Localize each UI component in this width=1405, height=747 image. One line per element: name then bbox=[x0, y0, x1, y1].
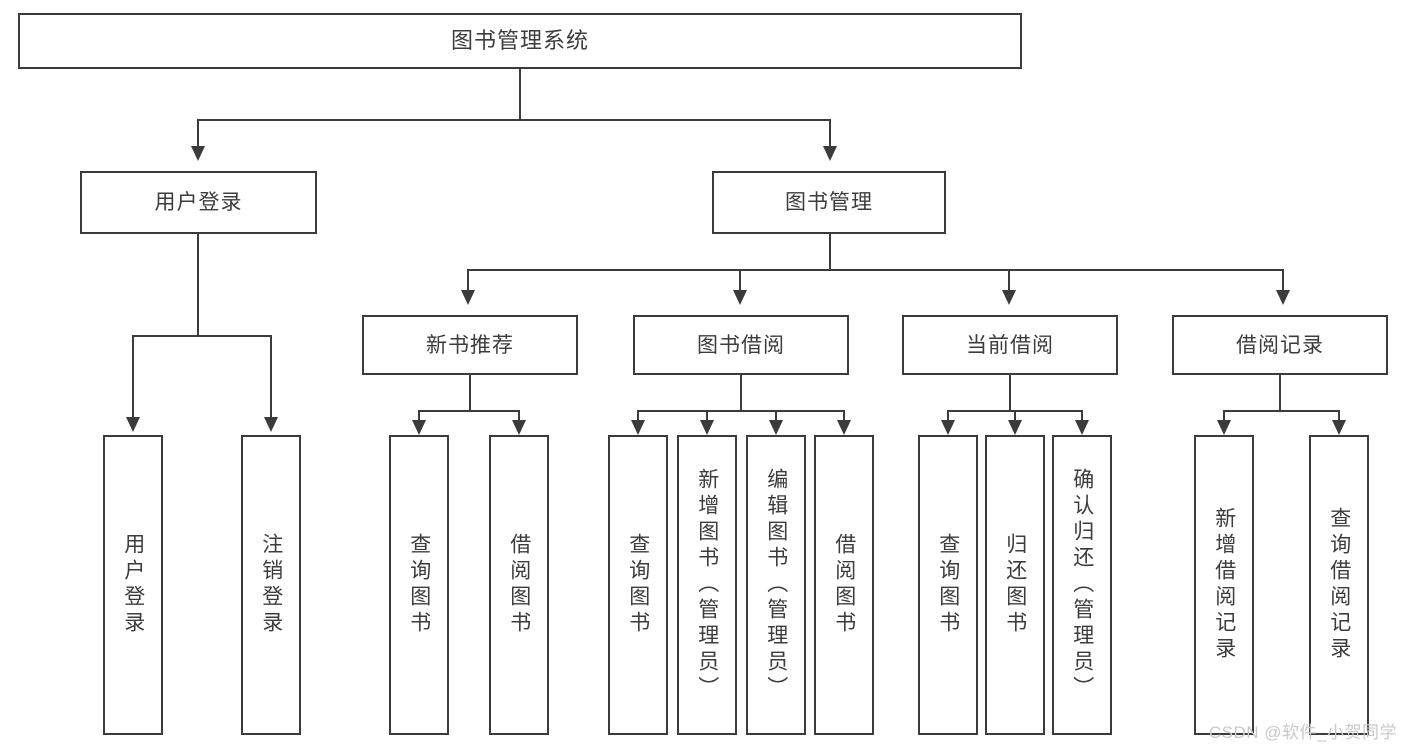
node-label: 新书推荐 bbox=[426, 333, 514, 357]
connector-bookborrow-to-l3 bbox=[775, 410, 777, 421]
connector-newbook-to-l1 bbox=[418, 410, 420, 421]
connector-root-stem bbox=[519, 69, 521, 120]
connector-login-to-leaf1 bbox=[132, 335, 134, 418]
arrow-login-to-leaf2 bbox=[264, 417, 278, 432]
arrow-bookmgmt-to-c4 bbox=[1276, 290, 1290, 305]
node-leaf-return-book[interactable]: 归还图书 bbox=[985, 435, 1045, 735]
connector-currentborrow-to-l1 bbox=[947, 410, 949, 421]
node-label: 图书管理系统 bbox=[450, 28, 589, 53]
node-label: 查询图书 bbox=[626, 533, 650, 637]
connector-root-bus bbox=[197, 119, 831, 121]
node-label: 借阅图书 bbox=[507, 533, 531, 637]
node-leaf-query-borrow-record[interactable]: 查询借阅记录 bbox=[1309, 435, 1369, 735]
node-label: 借阅记录 bbox=[1236, 333, 1324, 357]
node-label: 用户登录 bbox=[154, 191, 243, 214]
node-label: 编辑图书（管理员） bbox=[764, 468, 788, 702]
connector-bookmgmt-to-c1 bbox=[467, 269, 469, 291]
node-label: 图书管理 bbox=[785, 191, 873, 214]
node-current-borrow[interactable]: 当前借阅 bbox=[902, 315, 1118, 375]
connector-bookborrow-stem bbox=[740, 375, 742, 411]
node-label: 查询图书 bbox=[936, 533, 960, 637]
connector-borrowrecord-to-l1 bbox=[1223, 410, 1225, 421]
arrow-currentborrow-to-l3 bbox=[1075, 420, 1089, 435]
node-leaf-add-book-admin[interactable]: 新增图书（管理员） bbox=[677, 435, 737, 735]
arrow-root-to-bookmgmt bbox=[823, 146, 837, 161]
connector-currentborrow-stem bbox=[1009, 375, 1011, 411]
node-label: 查询图书 bbox=[407, 533, 431, 637]
connector-borrowrecord-to-l2 bbox=[1338, 410, 1340, 421]
connector-bookmgmt-to-c3 bbox=[1008, 269, 1010, 291]
node-label: 借阅图书 bbox=[832, 533, 856, 637]
connector-borrowrecord-bus bbox=[1223, 410, 1340, 412]
connector-newbook-bus bbox=[418, 410, 520, 412]
node-label: 确认归还（管理员） bbox=[1070, 468, 1094, 702]
connector-login-bus bbox=[132, 335, 272, 337]
node-book-borrow[interactable]: 图书借阅 bbox=[633, 315, 849, 375]
arrow-bookmgmt-to-c3 bbox=[1002, 290, 1016, 305]
node-leaf-query-book-borrow[interactable]: 查询图书 bbox=[608, 435, 668, 735]
node-leaf-query-book-current[interactable]: 查询图书 bbox=[918, 435, 978, 735]
connector-root-to-bookmgmt bbox=[829, 119, 831, 147]
node-leaf-borrow-book[interactable]: 借阅图书 bbox=[814, 435, 874, 735]
arrow-bookmgmt-to-c1 bbox=[461, 290, 475, 305]
arrow-newbook-to-l1 bbox=[412, 420, 426, 435]
arrow-borrowrecord-to-l1 bbox=[1217, 420, 1231, 435]
node-leaf-query-book-recommend[interactable]: 查询图书 bbox=[389, 435, 449, 735]
csdn-watermark: CSDN @软件_小贺同学 bbox=[1208, 723, 1397, 742]
connector-login-stem bbox=[197, 234, 199, 336]
node-leaf-logout[interactable]: 注销登录 bbox=[241, 435, 301, 735]
node-label: 注销登录 bbox=[259, 533, 283, 637]
arrow-borrowrecord-to-l2 bbox=[1332, 420, 1346, 435]
node-label: 当前借阅 bbox=[966, 333, 1054, 357]
arrow-bookborrow-to-l3 bbox=[769, 420, 783, 435]
node-leaf-borrow-book-recommend[interactable]: 借阅图书 bbox=[489, 435, 549, 735]
node-user-login[interactable]: 用户登录 bbox=[80, 171, 317, 234]
connector-bookborrow-to-l4 bbox=[843, 410, 845, 421]
connector-bookmgmt-to-c2 bbox=[739, 269, 741, 291]
arrow-bookborrow-to-l1 bbox=[631, 420, 645, 435]
node-label: 查询借阅记录 bbox=[1327, 507, 1351, 663]
node-label: 新增借阅记录 bbox=[1212, 507, 1236, 663]
node-leaf-edit-book-admin[interactable]: 编辑图书（管理员） bbox=[746, 435, 806, 735]
connector-bookmgmt-to-c4 bbox=[1282, 269, 1284, 291]
connector-newbook-to-l2 bbox=[518, 410, 520, 421]
arrow-bookborrow-to-l2 bbox=[700, 420, 714, 435]
connector-currentborrow-to-l2 bbox=[1014, 410, 1016, 421]
node-book-management[interactable]: 图书管理 bbox=[712, 171, 946, 234]
arrow-root-to-login bbox=[191, 146, 205, 161]
node-label: 新增图书（管理员） bbox=[695, 468, 719, 702]
arrow-currentborrow-to-l2 bbox=[1008, 420, 1022, 435]
connector-root-to-login bbox=[197, 119, 199, 147]
node-root-system[interactable]: 图书管理系统 bbox=[18, 13, 1022, 69]
node-leaf-confirm-return-admin[interactable]: 确认归还（管理员） bbox=[1052, 435, 1112, 735]
node-leaf-add-borrow-record[interactable]: 新增借阅记录 bbox=[1194, 435, 1254, 735]
arrow-bookmgmt-to-c2 bbox=[733, 290, 747, 305]
connector-bookmgmt-stem bbox=[829, 234, 831, 270]
connector-bookborrow-bus bbox=[637, 410, 845, 412]
node-label: 用户登录 bbox=[121, 533, 145, 637]
node-label: 图书借阅 bbox=[697, 333, 785, 357]
connector-newbook-stem bbox=[469, 375, 471, 411]
arrow-bookborrow-to-l4 bbox=[837, 420, 851, 435]
arrow-login-to-leaf1 bbox=[126, 417, 140, 432]
connector-login-to-leaf2 bbox=[270, 335, 272, 418]
connector-bookborrow-to-l1 bbox=[637, 410, 639, 421]
node-borrow-record[interactable]: 借阅记录 bbox=[1172, 315, 1388, 375]
connector-bookmgmt-bus bbox=[467, 269, 1284, 271]
node-label: 归还图书 bbox=[1003, 533, 1027, 637]
arrow-currentborrow-to-l1 bbox=[941, 420, 955, 435]
node-leaf-user-login[interactable]: 用户登录 bbox=[103, 435, 163, 735]
arrow-newbook-to-l2 bbox=[512, 420, 526, 435]
node-new-book-recommend[interactable]: 新书推荐 bbox=[362, 315, 578, 375]
connector-bookborrow-to-l2 bbox=[706, 410, 708, 421]
connector-borrowrecord-stem bbox=[1279, 375, 1281, 411]
connector-currentborrow-to-l3 bbox=[1081, 410, 1083, 421]
